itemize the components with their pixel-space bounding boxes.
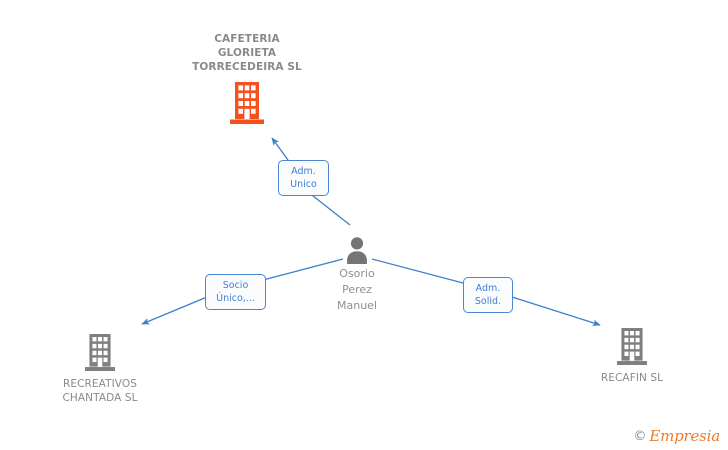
person-icon[interactable]: [297, 236, 417, 264]
relation-label-socio-unico-line-1: Socio: [222, 280, 249, 291]
relation-label-adm-unico-line-2: Unico: [290, 179, 317, 190]
relation-label-adm-solid[interactable]: Adm. Solid.: [463, 277, 513, 313]
company-recreativos-chantada-title-line-2: CHANTADA SL: [62, 392, 138, 404]
building-icon[interactable]: [562, 328, 702, 365]
building-icon[interactable]: [147, 82, 347, 124]
person-name: Osorio Perez Manuel: [297, 266, 417, 314]
person-name-line-2: Perez: [342, 283, 372, 296]
node-company-recafin[interactable]: RECAFIN SL: [562, 328, 702, 385]
brand-name: Empresia: [649, 427, 720, 445]
node-company-recreativos-chantada[interactable]: RECREATIVOS CHANTADA SL: [30, 334, 170, 405]
relation-label-adm-solid-line-2: Solid.: [474, 296, 502, 307]
copyright-icon: ©: [633, 429, 647, 444]
person-name-line-1: Osorio: [339, 267, 375, 280]
node-person[interactable]: Osorio Perez Manuel: [297, 236, 417, 314]
company-recreativos-chantada-title: RECREATIVOS CHANTADA SL: [30, 377, 170, 405]
company-recafin-title-line-1: RECAFIN SL: [600, 372, 664, 384]
relation-label-socio-unico-line-2: Único,...: [216, 293, 255, 304]
root-company-title-line-1: CAFETERIA: [214, 33, 280, 45]
relation-label-socio-unico[interactable]: Socio Único,...: [205, 274, 266, 310]
node-root-company[interactable]: CAFETERIA GLORIETA TORRECEDEIRA SL: [147, 32, 347, 124]
relation-label-adm-solid-line-1: Adm.: [475, 283, 501, 294]
company-recafin-title: RECAFIN SL: [562, 371, 702, 385]
root-company-title: CAFETERIA GLORIETA TORRECEDEIRA SL: [147, 32, 347, 74]
root-company-title-line-2: GLORIETA: [217, 47, 277, 59]
watermark: © Empresia: [633, 429, 720, 444]
building-icon[interactable]: [30, 334, 170, 371]
root-company-title-line-3: TORRECEDEIRA SL: [192, 61, 302, 73]
person-name-line-3: Manuel: [337, 299, 377, 312]
relation-label-adm-unico[interactable]: Adm. Unico: [278, 160, 329, 196]
company-recreativos-chantada-title-line-1: RECREATIVOS: [62, 378, 138, 390]
relation-label-adm-unico-line-1: Adm.: [291, 166, 316, 177]
